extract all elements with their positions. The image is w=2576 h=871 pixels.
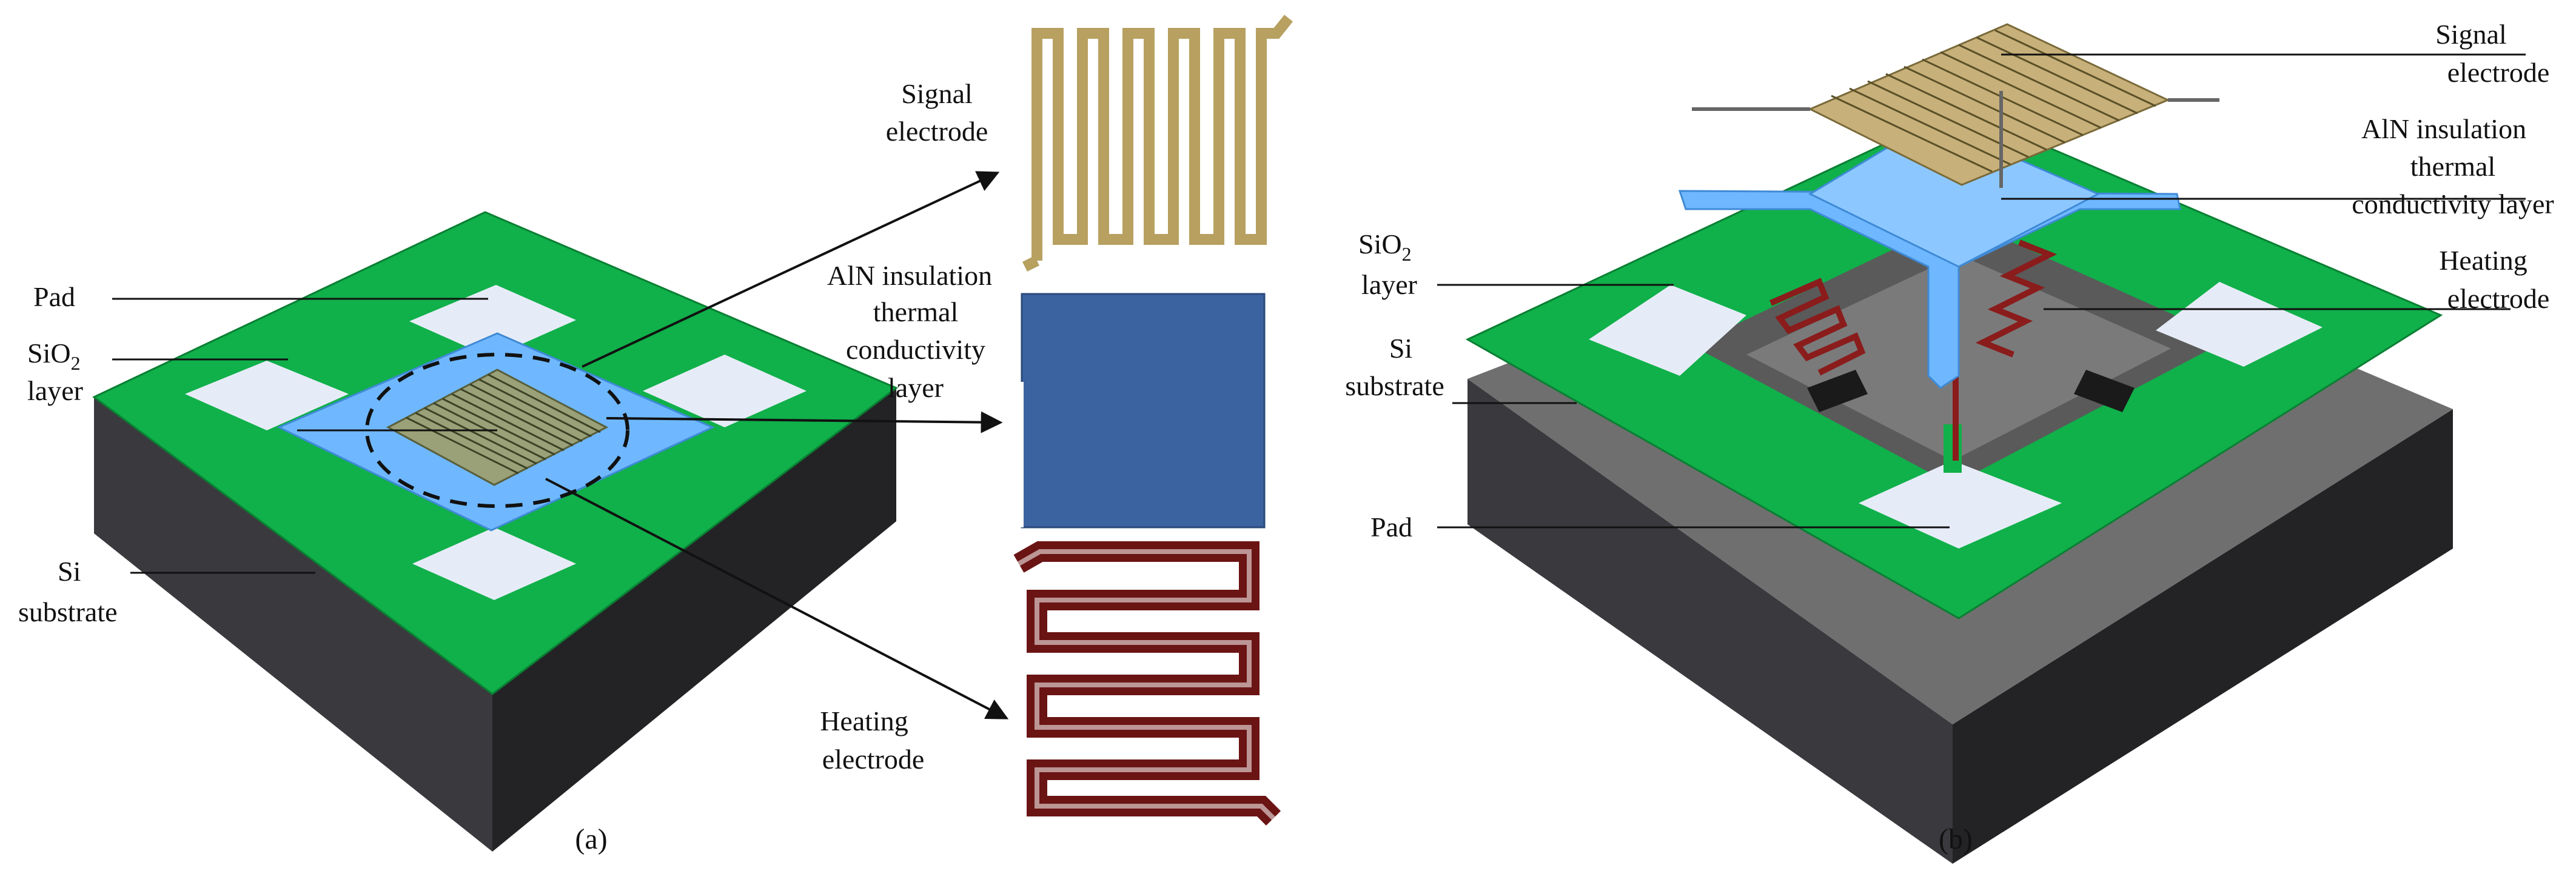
si-substrate-b-left bbox=[1467, 379, 1953, 864]
label-si-a-2: substrate bbox=[18, 596, 118, 627]
label-sio2-layer-a: layer bbox=[27, 375, 83, 406]
caption-b: (b) bbox=[1939, 823, 1973, 855]
label-aln-b-3: conductivity layer bbox=[2352, 189, 2554, 219]
signal-electrode-b bbox=[1808, 23, 2170, 186]
label-si-b-2: substrate bbox=[1345, 370, 1444, 401]
si-substrate-b-right bbox=[1953, 409, 2453, 864]
pad-b-right bbox=[2156, 282, 2323, 367]
label-heating-a-2: electrode bbox=[822, 744, 925, 775]
aln-block-detail bbox=[1021, 293, 1266, 529]
label-signal-a-2: electrode bbox=[886, 116, 988, 147]
label-pad-a: Pad bbox=[33, 281, 75, 312]
label-si-b-1: Si bbox=[1389, 333, 1412, 364]
signal-electrode-detail bbox=[1022, 15, 1293, 272]
label-heating-b-2: electrode bbox=[2447, 283, 2550, 314]
label-si-a-1: Si bbox=[58, 556, 81, 587]
pad-right bbox=[643, 355, 807, 427]
panel-a-arrows bbox=[545, 171, 1009, 719]
panel-a-labels: Pad SiO2 layer Si substrate Signal elect… bbox=[18, 78, 992, 855]
label-heating-b-1: Heating bbox=[2439, 245, 2527, 276]
aln-layer-b bbox=[1678, 190, 2181, 389]
label-sio2-layer-b: layer bbox=[1361, 269, 1417, 300]
pad-top bbox=[409, 285, 576, 358]
pad-b-bottom bbox=[1859, 461, 2062, 549]
label-aln-a-2: thermal bbox=[873, 296, 959, 327]
signal-electrode-b-lines bbox=[1831, 29, 2156, 173]
caption-a: (a) bbox=[575, 823, 607, 855]
pad-left bbox=[185, 361, 349, 430]
panel-a-device bbox=[92, 211, 898, 852]
panel-b-device bbox=[1465, 23, 2453, 864]
cavity-hole-right bbox=[2074, 370, 2135, 412]
panel-b-leader-lines bbox=[1437, 53, 2526, 529]
label-signal-b-1: Signal bbox=[2435, 19, 2507, 50]
label-aln-a-4: layer bbox=[888, 372, 944, 403]
label-signal-a-1: Signal bbox=[901, 78, 973, 109]
pad-b-left bbox=[1589, 285, 1746, 376]
panel-a-leader-lines bbox=[112, 298, 497, 574]
signal-electrode-trace bbox=[1031, 15, 1293, 261]
label-aln-b-1: AlN insulation bbox=[2361, 113, 2526, 144]
panel-b-labels: Signal electrode AlN insulation thermal … bbox=[1345, 19, 2554, 855]
aln-layer-b-top bbox=[1808, 120, 2101, 268]
cavity-hole-left bbox=[1807, 370, 1868, 412]
heating-electrode-detail bbox=[1013, 541, 1281, 826]
label-aln-a-3: conductivity bbox=[846, 334, 985, 365]
label-signal-b-2: electrode bbox=[2447, 57, 2550, 88]
label-sio2-a: SiO2 bbox=[27, 338, 81, 374]
label-pad-b: Pad bbox=[1370, 512, 1412, 542]
label-heating-a-1: Heating bbox=[820, 706, 908, 736]
focus-region-ellipse bbox=[365, 353, 629, 508]
si-substrate-right-face bbox=[492, 388, 896, 852]
pad-bottom bbox=[412, 527, 576, 600]
label-sio2-b: SiO2 bbox=[1358, 229, 1412, 265]
label-aln-b-2: thermal bbox=[2410, 151, 2496, 182]
label-aln-a-1: AlN insulation bbox=[827, 260, 992, 291]
si-substrate-left-face bbox=[94, 397, 492, 852]
